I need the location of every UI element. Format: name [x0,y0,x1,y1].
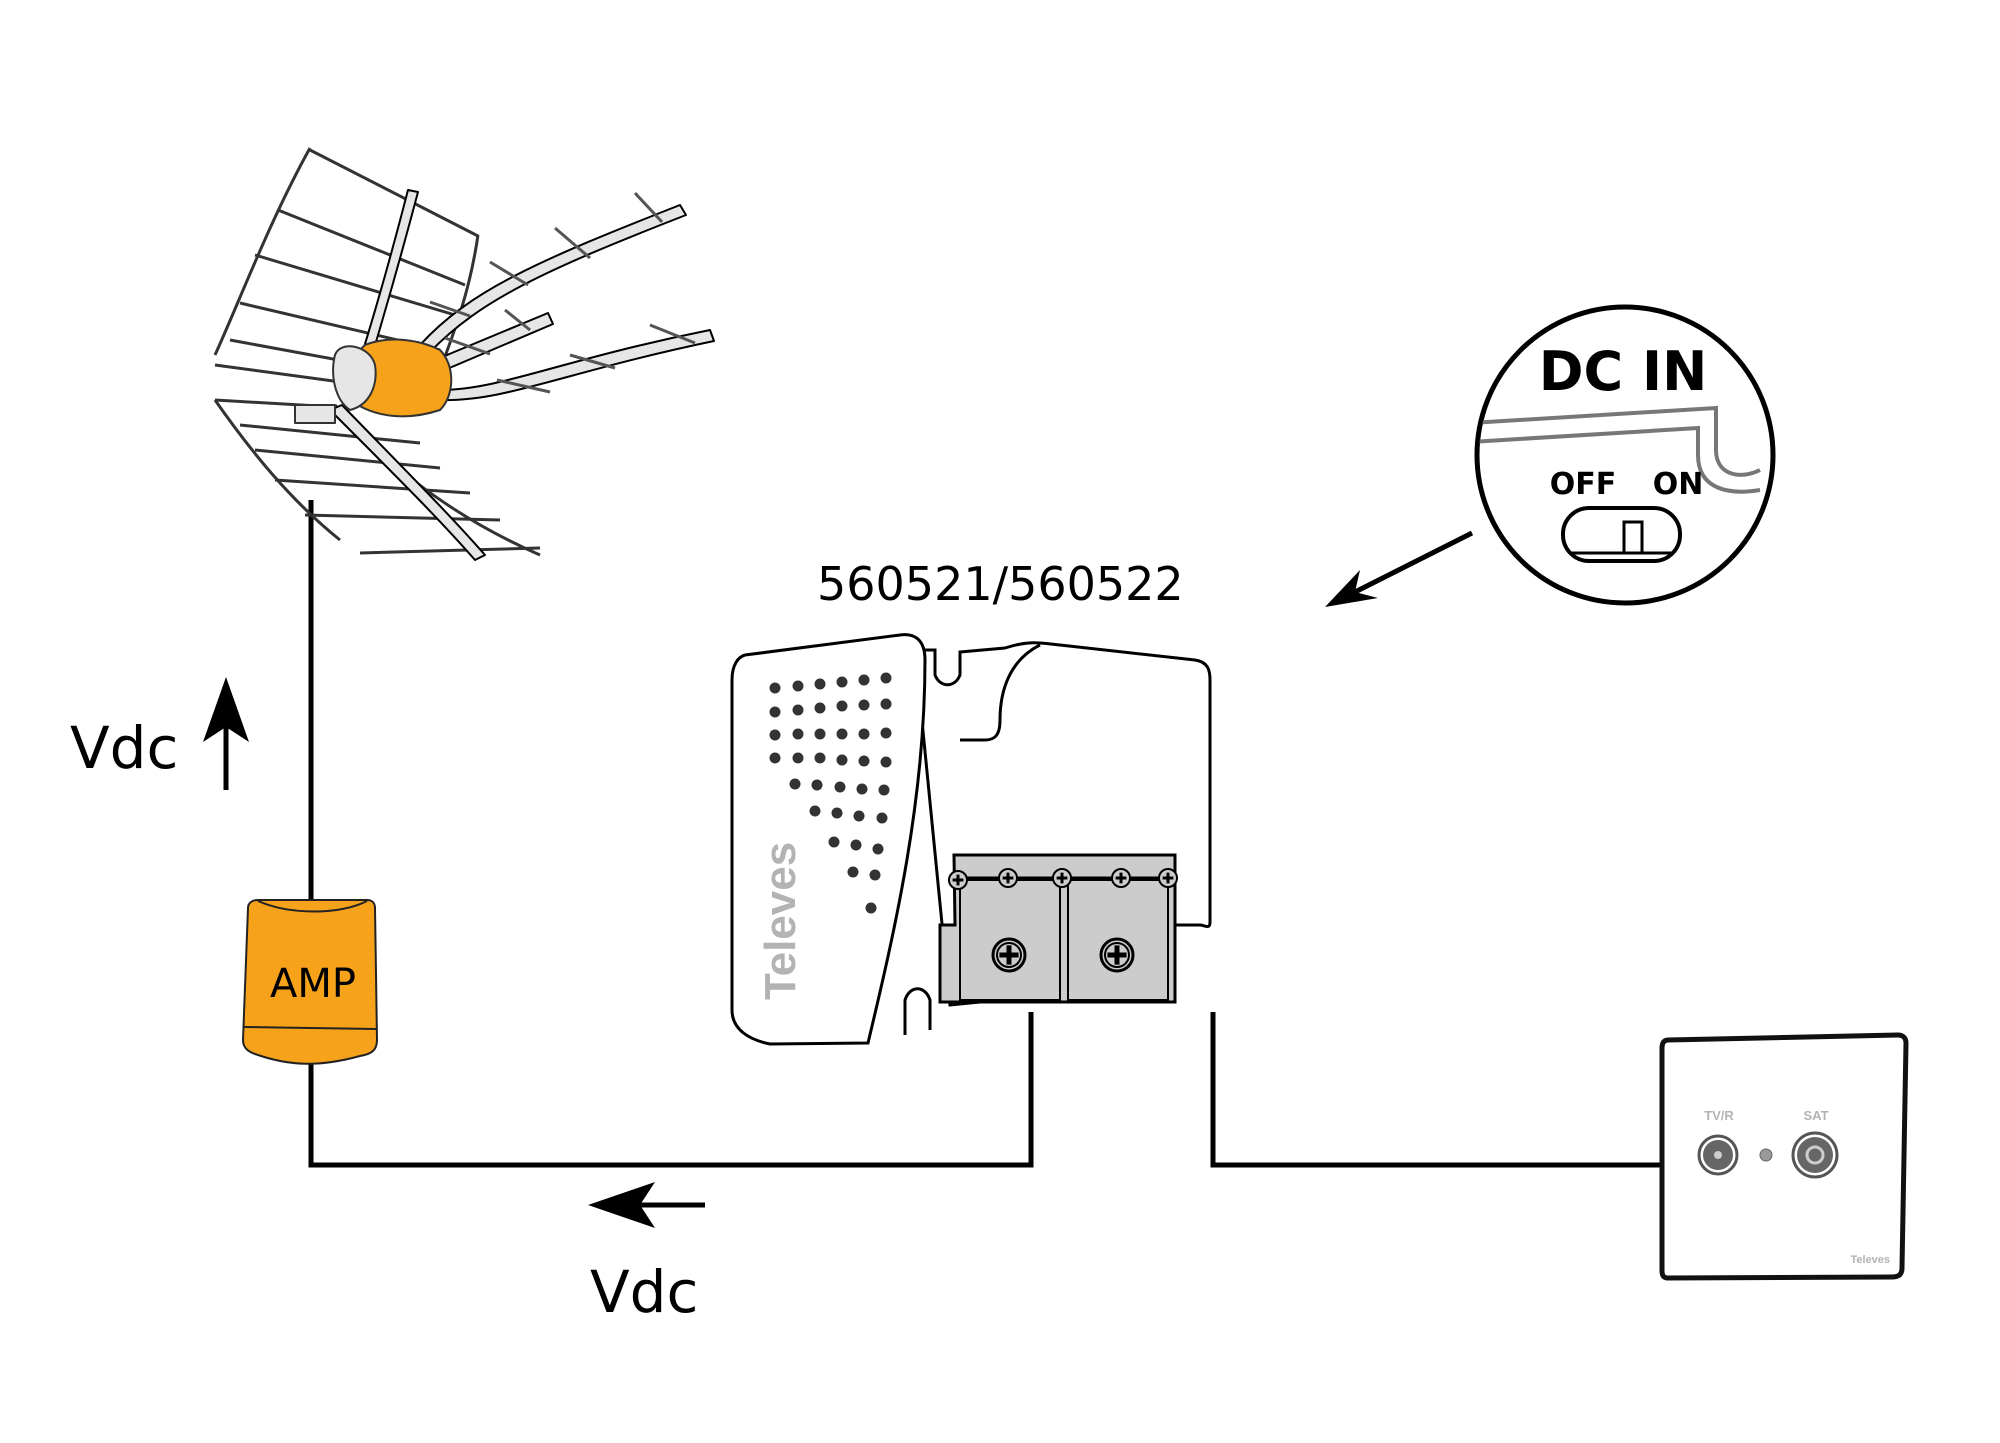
psu-brand-logo: Televes [756,842,805,1000]
switch-on-label: ON [1653,467,1704,502]
vent-dot [880,698,892,710]
vent-dot [872,843,884,855]
antenna-mast-clamp [294,404,336,424]
vent-dot [858,728,870,740]
vent-dot [865,902,877,914]
psu-front-cover [730,633,927,1046]
callout-title: DC IN [1539,340,1708,403]
vent-dot [831,807,843,819]
cable-amp-psu [308,1012,1034,1168]
antenna-bracket [332,345,377,411]
vent-dot [858,674,870,686]
vent-dot [792,680,804,692]
vent-dot [792,704,804,716]
amplifier-body [241,899,379,1065]
psu-bottom-notch [903,987,932,1035]
switch-track[interactable] [1561,506,1682,563]
vent-dot [858,699,870,711]
amplifier-label: AMP [270,961,356,1007]
vent-dot [880,672,892,684]
terminal-screws [948,868,1178,973]
callout-housing-line-top [1479,405,1761,477]
antenna-lower-boom [329,404,486,561]
vent-dot [814,678,826,690]
callout-arrow-shaft [1353,530,1474,595]
vent-dot [811,779,823,791]
arrow-left-icon [588,1182,655,1228]
vent-dot [769,682,781,694]
vent-dot [853,810,865,822]
vdc-up-indicator: Vdc [70,677,249,790]
vent-dot [880,727,892,739]
vent-dot [858,755,870,767]
cable-psu-outlet [1210,1012,1663,1168]
vdc-left-indicator: Vdc [588,1182,705,1326]
dc-in-callout: DC IN OFF ON [1474,304,1776,606]
vent-dot [850,839,862,851]
callout-housing-line-bottom [1479,425,1761,494]
wall-outlet-plate [1659,1032,1909,1281]
callout-pointer [1325,530,1474,607]
callout-circle [1474,304,1776,606]
vent-dot [769,752,781,764]
small-screw-icon [1111,868,1131,888]
power-supply-unit: Televes [730,633,1212,1046]
vent-dot [856,783,868,795]
vent-dot [878,784,890,796]
vent-dot [814,752,826,764]
psu-terminal-block [938,853,1178,1004]
vent-dot [809,805,821,817]
vent-dot [836,728,848,740]
amplifier-bottom-line [243,1026,377,1030]
small-screw-icon [998,868,1018,888]
antenna-elements [429,191,696,394]
vdc-up-label: Vdc [70,714,178,782]
switch-knob[interactable] [1622,520,1644,555]
antenna-lower-reflector [213,398,541,557]
psu-rear-curve [960,643,1041,742]
vent-dot [792,752,804,764]
vent-dot [876,812,888,824]
wall-outlet: TV/R SAT Televes [1659,1032,1909,1281]
vent-dot [769,729,781,741]
port-tvr[interactable] [1697,1134,1739,1176]
vent-dot [814,702,826,714]
terminal-screw-icon[interactable] [1099,937,1135,973]
vent-dot [814,728,826,740]
arrow-up-icon [203,677,249,742]
port-sat[interactable] [1791,1131,1839,1179]
amplifier-top-curve [257,900,368,913]
model-label: 560521/560522 [817,557,1184,611]
cables [308,500,1663,1168]
port-label-tvr: TV/R [1704,1108,1734,1123]
callout-arrow-icon [1325,570,1378,607]
amplifier: AMP [241,899,379,1065]
vent-dot [836,754,848,766]
switch-off-label: OFF [1550,467,1617,502]
vent-dot [880,756,892,768]
vent-dot [847,866,859,878]
vent-dot [769,706,781,718]
small-screw-icon [1052,868,1072,888]
vent-dot [834,781,846,793]
vent-dot [789,778,801,790]
antenna [213,147,715,561]
psu-vent-dots [769,672,892,914]
vent-dot [792,728,804,740]
wall-outlet-brand-logo: Televes [1850,1254,1890,1266]
vent-dot [836,676,848,688]
vdc-left-label: Vdc [590,1258,698,1326]
port-label-sat: SAT [1803,1108,1828,1123]
outlet-screw-icon [1759,1148,1773,1162]
vent-dot [869,869,881,881]
vent-dot [836,700,848,712]
small-screw-icon [948,870,968,890]
vent-dot [828,836,840,848]
dc-in-switch[interactable] [1561,506,1682,563]
small-screw-icon [1158,868,1178,888]
terminal-screw-icon[interactable] [991,937,1027,973]
